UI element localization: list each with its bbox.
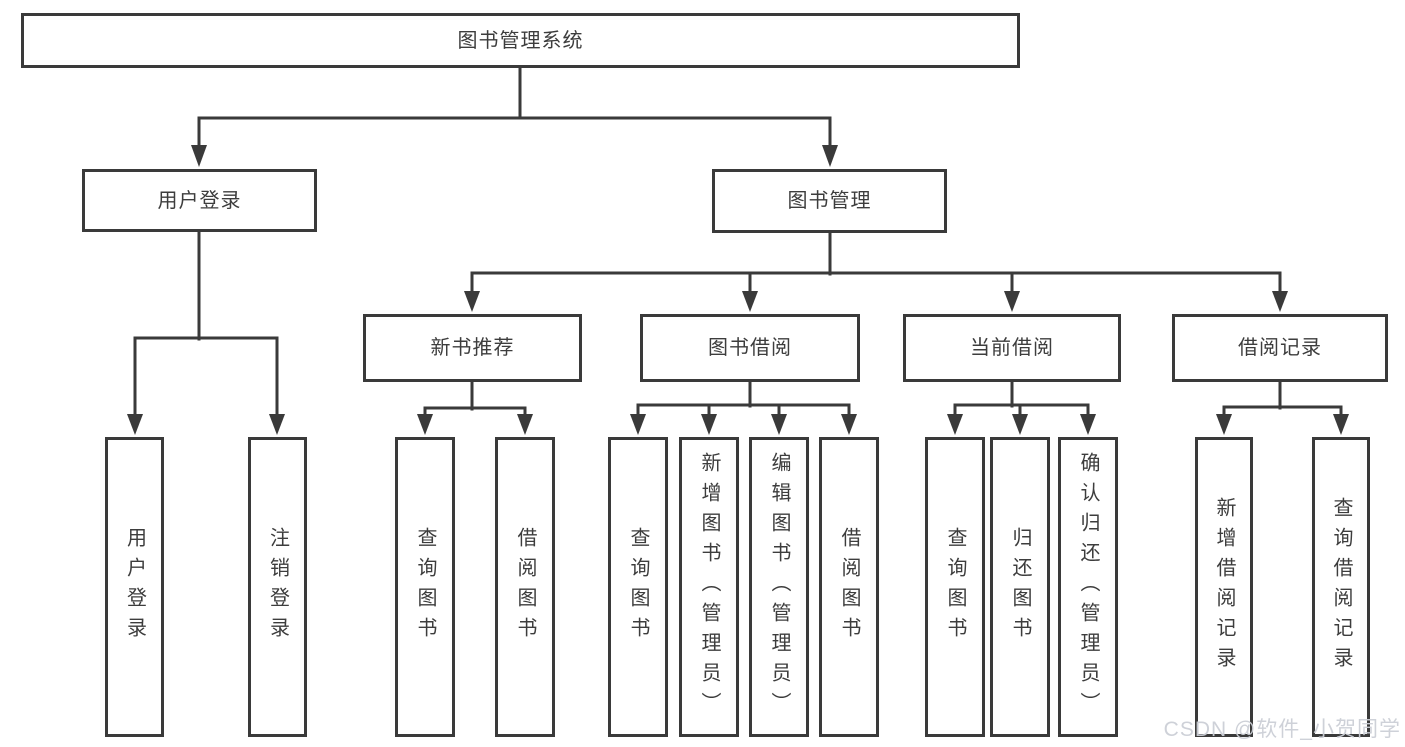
node-book-management: 图书管理 [712, 169, 947, 233]
leaf-return-books: 归还图书 [990, 437, 1050, 737]
leaf-query-books-recommend: 查询图书 [395, 437, 455, 737]
leaf-borrow-books-label: 借阅图书 [838, 527, 860, 647]
leaf-user-login: 用户登录 [105, 437, 164, 737]
leaf-add-borrow-record: 新增借阅记录 [1195, 437, 1253, 737]
leaf-query-books-borrow: 查询图书 [608, 437, 668, 737]
leaf-borrow-books: 借阅图书 [819, 437, 879, 737]
leaf-add-book-admin: 新增图书（管理员） [679, 437, 739, 737]
node-current-borrowing: 当前借阅 [903, 314, 1121, 382]
node-library-system-label: 图书管理系统 [457, 29, 584, 52]
leaf-edit-book-admin-label: 编辑图书（管理员） [768, 452, 790, 722]
leaf-query-borrow-record: 查询借阅记录 [1312, 437, 1370, 737]
leaf-borrow-books-recommend-label: 借阅图书 [514, 527, 536, 647]
leaf-logout-label: 注销登录 [266, 527, 289, 647]
leaf-return-books-label: 归还图书 [1009, 527, 1031, 647]
leaf-query-books-borrow-label: 查询图书 [627, 527, 649, 647]
leaf-query-books-current-label: 查询图书 [944, 527, 966, 647]
leaf-confirm-return-admin: 确认归还（管理员） [1058, 437, 1118, 737]
leaf-edit-book-admin: 编辑图书（管理员） [749, 437, 809, 737]
node-book-borrowing: 图书借阅 [640, 314, 860, 382]
node-new-book-recommendation-label: 新书推荐 [430, 337, 515, 359]
leaf-add-book-admin-label: 新增图书（管理员） [698, 452, 720, 722]
node-borrowing-records-label: 借阅记录 [1238, 337, 1322, 359]
node-borrowing-records: 借阅记录 [1172, 314, 1388, 382]
node-book-borrowing-label: 图书借阅 [708, 337, 792, 359]
leaf-borrow-books-recommend: 借阅图书 [495, 437, 555, 737]
leaf-query-books-current: 查询图书 [925, 437, 985, 737]
node-library-system: 图书管理系统 [21, 13, 1020, 68]
watermark: CSDN @软件_小贺同学 [1163, 718, 1401, 741]
leaf-confirm-return-admin-label: 确认归还（管理员） [1077, 452, 1099, 722]
node-book-management-label: 图书管理 [787, 190, 872, 212]
leaf-add-borrow-record-label: 新增借阅记录 [1213, 497, 1235, 677]
leaf-user-login-label: 用户登录 [123, 527, 146, 647]
node-current-borrowing-label: 当前借阅 [970, 337, 1054, 359]
node-user-login: 用户登录 [82, 169, 317, 232]
leaf-query-books-recommend-label: 查询图书 [414, 527, 436, 647]
node-user-login-label: 用户登录 [157, 189, 242, 212]
leaf-query-borrow-record-label: 查询借阅记录 [1330, 497, 1352, 677]
leaf-logout: 注销登录 [248, 437, 307, 737]
node-new-book-recommendation: 新书推荐 [363, 314, 582, 382]
